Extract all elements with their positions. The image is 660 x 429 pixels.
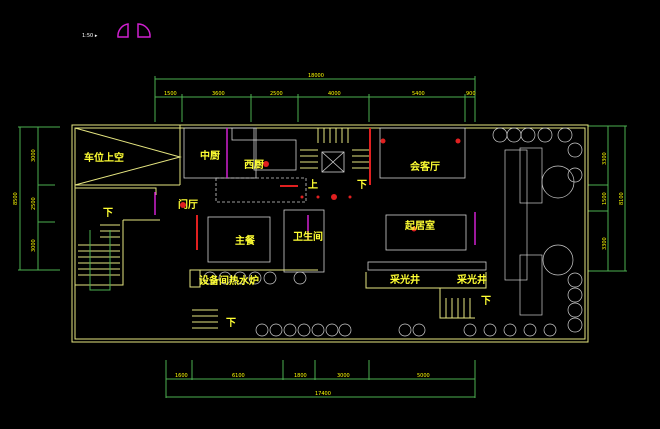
walls [71,124,589,343]
dim-bottom: 6100 [232,373,245,379]
door-swing-icon [137,23,151,38]
dim-left: 3000 [31,239,37,252]
top-dimensions: 18000 1500 3600 2500 4000 5400 900 [154,73,476,122]
dim-left: 2500 [31,197,37,210]
label-lightwell: 采光井 [389,273,420,286]
left-dimensions: 8500 3000 2500 3000 [13,126,60,271]
label-carport-void: 车位上空 [84,151,124,164]
label-foyer: 门厅 [178,198,198,211]
title-block-text: 1:50 ▸ [82,33,98,39]
dim-left: 3000 [31,149,37,162]
stairs [78,128,471,329]
label-reception-hall: 会客厅 [410,160,440,173]
lights [180,138,461,232]
title-block: 1:50 ▸ [82,23,151,39]
dim-top: 1500 [164,91,177,97]
stair-up-mark: 上 [308,178,318,191]
dim-right: 1500 [602,192,608,205]
dim-top: 900 [466,91,476,97]
dim-top-total: 18000 [308,73,324,79]
label-living-room: 起居室 [404,219,435,232]
right-dimensions: 3300 1500 3300 8100 [588,125,627,272]
label-bathroom: 卫生间 [293,230,323,243]
dim-bottom: 1600 [175,373,188,379]
dim-right: 3300 [602,152,608,165]
dim-bottom: 1800 [294,373,307,379]
dim-right: 3300 [602,237,608,250]
dim-bottom-total: 17400 [315,391,331,397]
label-lightwell: 采光井 [456,273,487,286]
doors [154,128,476,250]
dim-top: 3600 [212,91,225,97]
dim-top: 5400 [412,91,425,97]
dim-bottom: 5000 [417,373,430,379]
label-main-dining: 主餐 [235,234,256,247]
stair-down-mark: 下 [357,179,367,191]
bottom-dimensions: 1600 6100 1800 3000 5000 17400 [165,360,476,398]
dim-top: 4000 [328,91,341,97]
stair-down-mark: 下 [103,207,113,219]
dim-bottom: 3000 [337,373,350,379]
dim-right-total: 8100 [619,192,625,205]
label-western-kitchen: 西厨 [244,159,264,171]
label-equipment-room: 设备间热水炉 [199,274,259,287]
dim-left-total: 8500 [13,192,19,205]
door-swing-icon [117,23,129,38]
stair-down-mark: 下 [481,295,491,307]
room-labels: 车位上空 中厨 西厨 门厅 主餐 卫生间 设备间热水炉 会客厅 起居室 采光井 … [84,149,491,329]
trees [203,127,583,337]
stair-down-mark: 下 [226,317,236,329]
stair-arrow [89,230,111,291]
dim-top: 2500 [270,91,283,97]
label-chinese-kitchen: 中厨 [200,149,220,162]
